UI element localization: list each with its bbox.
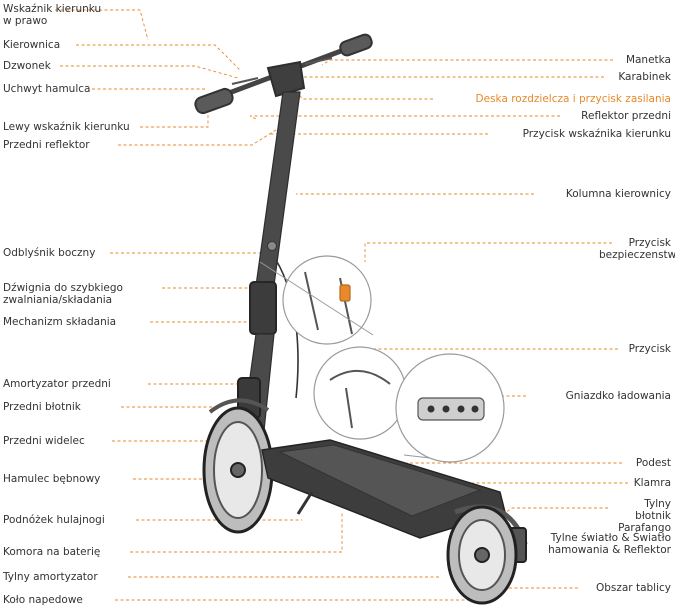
label-brake-lever: Uchwyt hamulca: [3, 83, 90, 95]
label-quick-release-lever: Dźwignia do szybkiego zwalniania/składan…: [3, 282, 153, 306]
label-front-shock-absorber: Amortyzator przedni: [3, 378, 111, 390]
label-kickstand: Podnóżek hulajnogi: [3, 514, 105, 526]
label-turn-signal-button: Przycisk wskaźnika kierunku: [523, 128, 671, 140]
label-rear-fender: Tylny błotnik Parafango: [609, 498, 671, 534]
label-drive-wheel: Koło napedowe: [3, 594, 83, 606]
detail-callouts: [260, 256, 504, 462]
label-battery-compartment: Komora na baterię: [3, 546, 100, 558]
label-right-turn-indicator: Wskaźnik kierunku w prawo: [3, 3, 103, 27]
label-drum-brake: Hamulec bębnowy: [3, 473, 100, 485]
label-deck: Podest: [636, 457, 671, 469]
label-rear-brake-light: Tylne światło & Światło hamowania & Refl…: [531, 532, 671, 556]
label-bell: Dzwonek: [3, 60, 51, 72]
safety-button-detail: [283, 256, 371, 344]
label-folding-mechanism: Mechanizm składania: [3, 316, 116, 328]
label-throttle: Manetka: [626, 54, 671, 66]
label-carabiner: Karabinek: [618, 71, 671, 83]
label-safety-button: Przycisk bezpieczenstwa: [599, 237, 671, 261]
label-charging-port: Gniazdko ładowania: [566, 390, 671, 402]
label-button: Przycisk: [629, 343, 671, 355]
label-dashboard-power-button: Deska rozdzielcza i przycisk zasilania: [476, 93, 671, 105]
label-side-reflector: Odblyśnik boczny: [3, 247, 95, 259]
label-steering-column: Kolumna kierownicy: [566, 188, 671, 200]
label-rear-shock-absorber: Tylny amortyzator: [3, 571, 98, 583]
label-front-fender: Przedni błotnik: [3, 401, 81, 413]
label-front-reflector: Reflektor przedni: [581, 110, 671, 122]
label-handlebar: Kierownica: [3, 39, 60, 51]
label-license-plate-area: Obszar tablicy: [596, 582, 671, 594]
label-front-fork: Przedni widelec: [3, 435, 85, 447]
label-left-turn-indicator: Lewy wskaźnik kierunku: [3, 121, 130, 133]
button-detail: [314, 347, 406, 439]
label-front-headlight: Przedni reflektor: [3, 139, 90, 151]
label-clasp: Klamra: [634, 477, 671, 489]
